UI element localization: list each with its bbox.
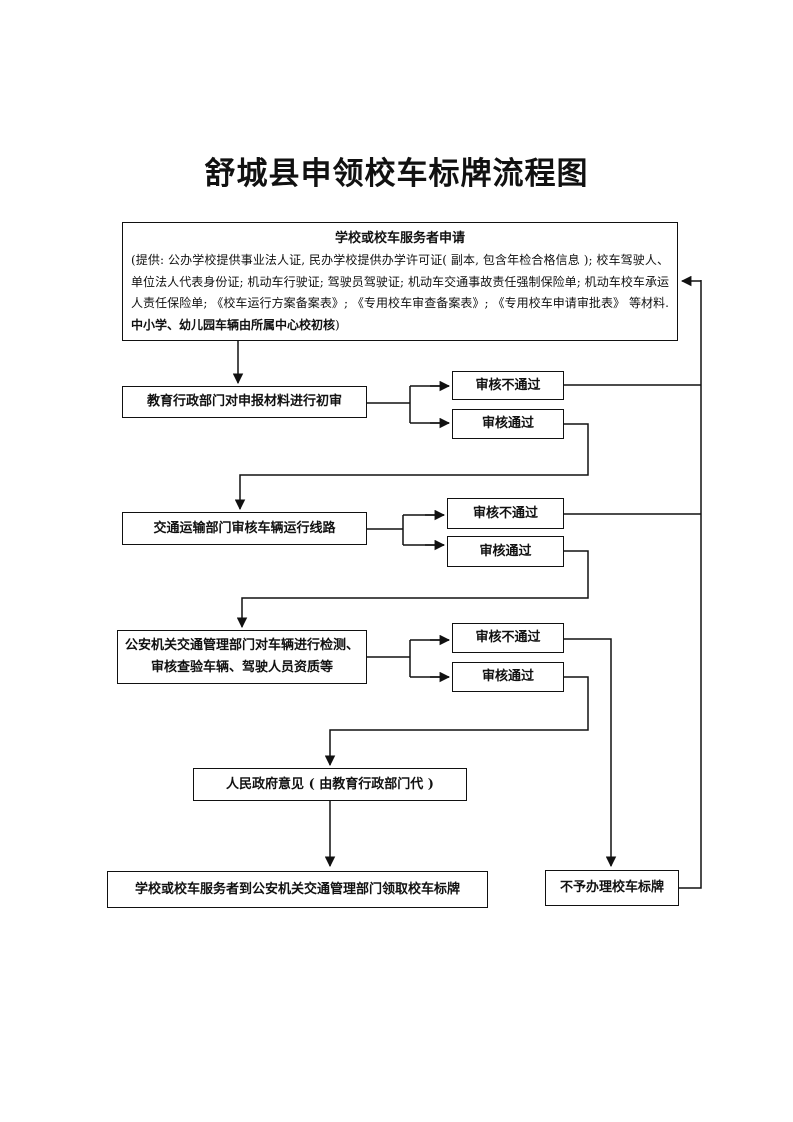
return-line [679,280,702,889]
transport-pass-box: 审核通过 [447,536,564,567]
application-box: 学校或校车服务者申请 (提供: 公办学校提供事业法人证, 民办学校提供办学许可证… [122,222,678,341]
branch-police [367,639,449,678]
education-fail-box: 审核不通过 [452,371,564,400]
transport-fail-box: 审核不通过 [447,498,564,529]
application-detail: (提供: 公办学校提供事业法人证, 民办学校提供办学许可证( 副本, 包含年检合… [131,250,669,336]
arrow-police-fail-to-reject [564,638,617,868]
police-fail-box: 审核不通过 [452,623,564,653]
government-opinion-box: 人民政府意见 ( 由教育行政部门代 ) [193,768,467,801]
police-review-box: 公安机关交通管理部门对车辆进行检测、审核查验车辆、驾驶人员资质等 [117,630,367,684]
application-note: 中小学、幼儿园车辆由所属中心校初核 [131,317,336,332]
transport-review-box: 交通运输部门审核车辆运行线路 [122,512,367,545]
branch-transport [367,514,444,546]
application-materials: (提供: 公办学校提供事业法人证, 民办学校提供办学许可证( 副本, 包含年检合… [131,253,669,310]
education-pass-box: 审核通过 [452,409,564,439]
branch-education [367,385,449,424]
collect-plate-box: 学校或校车服务者到公安机关交通管理部门领取校车标牌 [107,871,488,908]
application-detail-end: ) [335,317,340,332]
arrow-pass-to-police [236,550,589,629]
reject-box: 不予办理校车标牌 [545,870,679,906]
education-review-box: 教育行政部门对申报材料进行初审 [122,386,367,418]
arrow-pass-to-government [324,676,589,767]
arrow-pass-to-transport [234,423,589,511]
police-pass-box: 审核通过 [452,662,564,692]
application-heading: 学校或校车服务者申请 [334,231,465,246]
page-title: 舒城县申领校车标牌流程图 [204,156,589,192]
